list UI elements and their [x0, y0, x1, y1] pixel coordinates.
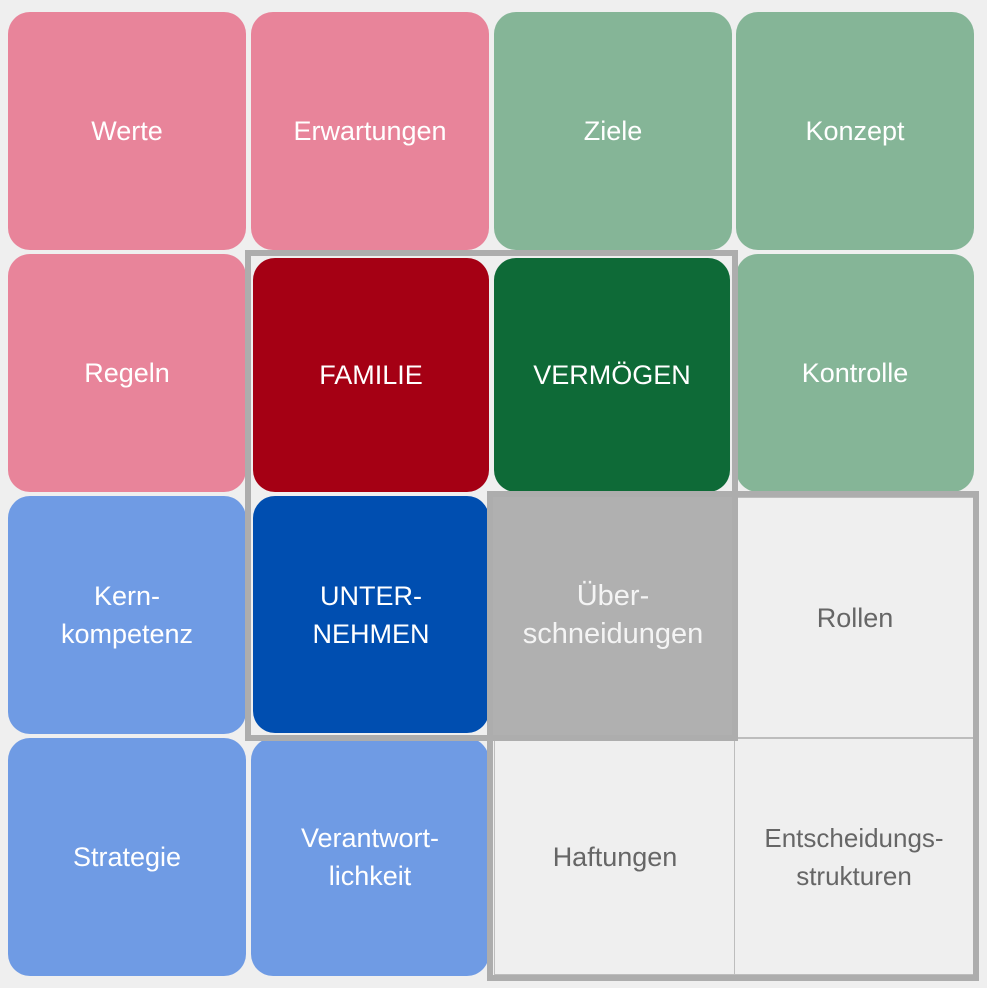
tile-rollen: Rollen	[736, 497, 974, 738]
tile-entscheidungsstrukturen: Entscheidungs- strukturen	[734, 738, 974, 975]
tile-vermoegen: VERMÖGEN	[494, 258, 730, 492]
tile-regeln: Regeln	[8, 254, 246, 492]
tile-erwartungen: Erwartungen	[251, 12, 489, 250]
tile-haftungen: Haftungen	[494, 738, 736, 975]
tile-strategie: Strategie	[8, 738, 246, 976]
tile-unternehmen: UNTER- NEHMEN	[253, 496, 489, 733]
tile-werte: Werte	[8, 12, 246, 250]
tile-verantwortlichkeit: Verantwort- lichkeit	[251, 738, 489, 976]
tile-konzept: Konzept	[736, 12, 974, 250]
tile-ziele: Ziele	[494, 12, 732, 250]
tile-kontrolle: Kontrolle	[736, 254, 974, 492]
tile-familie: FAMILIE	[253, 258, 489, 492]
tile-kernkompetenz: Kern- kompetenz	[8, 496, 246, 734]
tile-ueberschneidungen: Über- schneidungen	[489, 493, 737, 737]
